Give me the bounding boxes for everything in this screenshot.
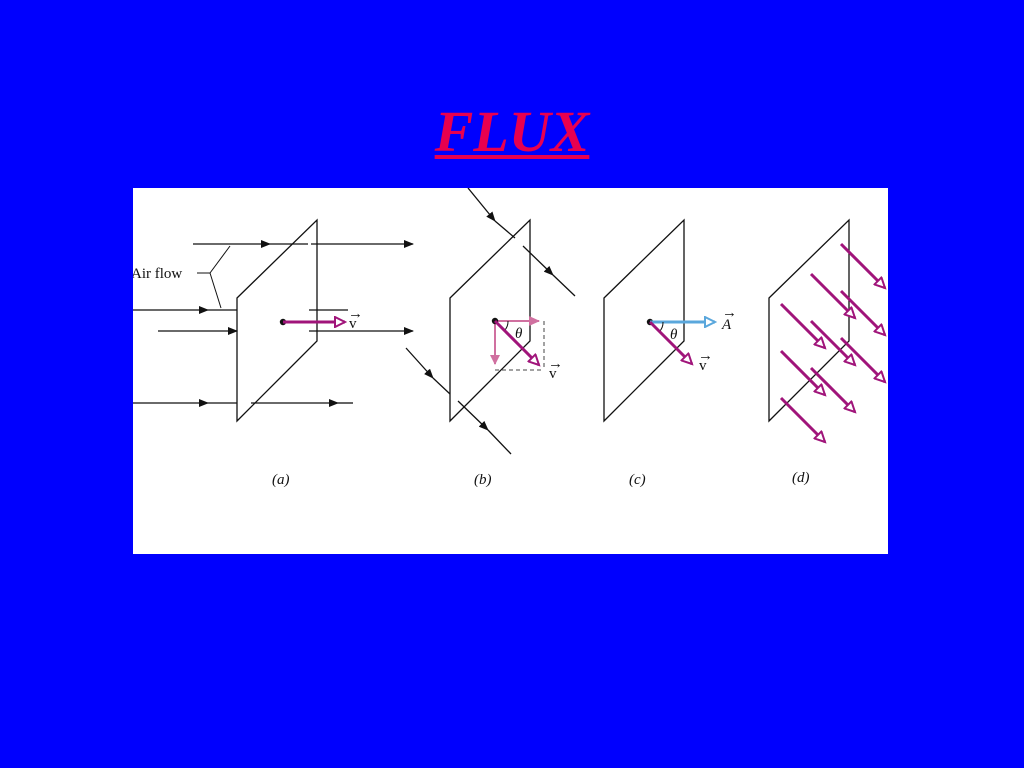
vector-arrow-glyph: → <box>348 306 363 322</box>
velocity-vector <box>648 320 692 364</box>
caption-a: (a) <box>272 472 290 488</box>
oblique-flow-line <box>467 188 496 222</box>
vector-arrow-glyph: → <box>722 305 737 321</box>
air-flow-leader <box>209 245 231 274</box>
oblique-flow-line <box>457 400 489 431</box>
velocity-vector <box>809 366 855 412</box>
vector-arrow-glyph: → <box>548 356 563 372</box>
air-flow-label: Air flow <box>133 266 182 282</box>
surface-c <box>603 218 685 423</box>
velocity-vector <box>809 272 855 318</box>
oblique-flow-line <box>432 377 451 395</box>
caption-b: (b) <box>474 472 492 488</box>
caption-c: (c) <box>629 472 646 488</box>
vector-arrow-glyph: → <box>698 348 713 364</box>
air-flow-leader <box>209 272 222 309</box>
velocity-vector <box>839 289 885 335</box>
oblique-flow-line <box>494 220 516 239</box>
surface-b <box>449 218 531 423</box>
panel-c: A → θ v → (c) <box>603 218 737 488</box>
angle-label: θ <box>670 327 678 343</box>
oblique-flow-line <box>405 347 434 379</box>
angle-label: θ <box>515 326 523 342</box>
oblique-flow-line <box>487 429 512 455</box>
velocity-vector <box>839 336 885 382</box>
velocity-vector <box>779 349 825 395</box>
velocity-label: v <box>549 366 557 382</box>
caption-d: (d) <box>792 470 810 486</box>
surface-a <box>236 218 318 423</box>
panel-d: (d) <box>768 218 885 486</box>
velocity-label: v <box>349 316 357 332</box>
oblique-flow-line <box>552 274 576 297</box>
velocity-vector <box>809 319 855 365</box>
flux-diagram: Air flow v → (a) θ v → (b) <box>133 188 888 488</box>
area-label: A <box>721 317 732 333</box>
surface-d <box>768 218 850 423</box>
panel-b: θ v → (b) <box>405 188 576 488</box>
panel-a: Air flow v → (a) <box>133 218 414 488</box>
velocity-vector <box>493 319 539 365</box>
velocity-vector <box>839 242 885 288</box>
oblique-flow-line <box>522 245 554 276</box>
velocity-vector <box>779 396 825 442</box>
velocity-vector <box>779 302 825 348</box>
flux-figure: Air flow v → (a) θ v → (b) <box>133 188 888 554</box>
slide-title: FLUX <box>434 99 590 164</box>
velocity-label: v <box>699 358 707 374</box>
